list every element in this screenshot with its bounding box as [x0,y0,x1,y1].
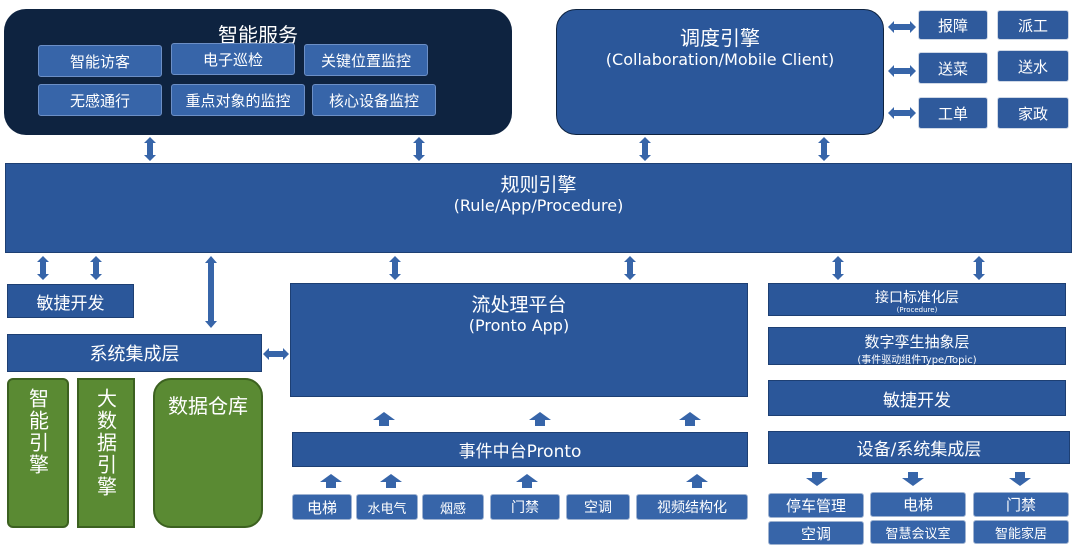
big-data-engine-label: 大数据引擎 [93,388,118,498]
source-video-chip[interactable]: 视频结构化 [636,494,748,520]
stream-platform-subtitle: (Pronto App) [468,316,570,335]
double-arrow-vertical-icon [639,137,651,161]
rule-engine-subtitle: (Rule/App/Procedure) [453,196,624,215]
system-integration-label: 系统集成层 [89,344,180,365]
up-arrow-icon [373,412,395,426]
down-arrow-icon [806,472,828,486]
interface-layer-subtitle: (Procedure) [896,306,938,314]
double-arrow-vertical-icon [832,256,844,280]
data-warehouse-label: 数据仓库 [168,394,248,418]
double-arrow-vertical-icon [90,256,102,280]
smart-home-chip[interactable]: 智能家居 [973,520,1069,544]
key-position-monitor-chip[interactable]: 关键位置监控 [304,44,428,76]
double-arrow-vertical-icon [413,137,425,161]
smart-visitor-chip[interactable]: 智能访客 [38,45,162,77]
dispatch-engine-subtitle: (Collaboration/Mobile Client) [605,50,835,69]
source-access-chip[interactable]: 门禁 [490,494,560,520]
stream-platform-box: 流处理平台 (Pronto App) [290,283,748,397]
agile-dev-right-box: 敏捷开发 [768,380,1066,416]
double-arrow-vertical-icon [973,256,985,280]
big-data-engine-box: 大数据引擎 [77,378,135,528]
smart-engine-box: 智能引擎 [7,378,69,528]
up-arrow-icon [320,474,342,488]
air-conditioner-chip[interactable]: 空调 [768,521,864,545]
double-arrow-horizontal-icon [888,21,916,33]
device-integration-box: 设备/系统集成层 [768,431,1070,464]
double-arrow-vertical-icon [37,256,49,280]
smart-service-panel: 智能服务 智能访客 电子巡检 关键位置监控 无感通行 重点对象的监控 核心设备监… [4,9,512,135]
housekeeping-chip[interactable]: 家政 [997,97,1069,129]
source-utilities-chip[interactable]: 水电气 [356,494,418,520]
electronic-patrol-chip[interactable]: 电子巡检 [171,43,295,75]
down-arrow-icon [1009,472,1031,486]
digital-twin-title: 数字孪生抽象层 [864,333,970,351]
interface-layer-title: 接口标准化层 [875,290,959,306]
double-arrow-vertical-icon [389,256,401,280]
up-arrow-icon [529,412,551,426]
dispatch-work-chip[interactable]: 派工 [997,10,1069,40]
double-arrow-horizontal-icon [888,65,916,77]
source-ac-chip[interactable]: 空调 [566,494,630,520]
double-arrow-vertical-icon [624,256,636,280]
up-arrow-icon [380,474,402,488]
event-center-box: 事件中台Pronto [292,432,748,467]
down-arrow-icon [902,472,924,486]
source-smoke-chip[interactable]: 烟感 [422,494,484,520]
up-arrow-icon [686,474,708,488]
event-center-label: 事件中台Pronto [458,442,582,462]
agile-dev-right-label: 敏捷开发 [883,390,951,411]
rule-engine-bar: 规则引擎 (Rule/App/Procedure) [5,163,1072,253]
digital-twin-subtitle: (事件驱动组件Type/Topic) [857,355,977,366]
elevator-chip[interactable]: 电梯 [870,492,966,517]
key-object-monitor-chip[interactable]: 重点对象的监控 [171,84,305,116]
access-control-chip[interactable]: 门禁 [973,492,1069,517]
dispatch-engine-panel: 调度引擎 (Collaboration/Mobile Client) [556,9,884,135]
double-arrow-vertical-icon [818,137,830,161]
interface-layer-box: 接口标准化层 (Procedure) [768,283,1066,316]
digital-twin-box: 数字孪生抽象层 (事件驱动组件Type/Topic) [768,327,1066,366]
fault-report-chip[interactable]: 报障 [918,10,988,40]
up-arrow-icon [679,412,701,426]
system-integration-box: 系统集成层 [7,334,262,372]
seamless-pass-chip[interactable]: 无感通行 [38,84,162,116]
up-arrow-icon [516,474,538,488]
parking-chip[interactable]: 停车管理 [768,493,864,518]
source-elevator-chip[interactable]: 电梯 [292,494,352,520]
agile-dev-left-label: 敏捷开发 [36,293,105,314]
device-integration-label: 设备/系统集成层 [856,440,982,460]
core-device-monitor-chip[interactable]: 核心设备监控 [312,84,436,116]
deliver-water-chip[interactable]: 送水 [997,50,1069,82]
data-warehouse-box: 数据仓库 [153,378,263,528]
agile-dev-left-box: 敏捷开发 [7,284,134,318]
work-order-chip[interactable]: 工单 [918,97,988,129]
deliver-food-chip[interactable]: 送菜 [918,52,988,84]
double-arrow-vertical-icon [144,137,156,161]
smart-engine-label: 智能引擎 [25,388,50,476]
double-arrow-horizontal-icon [888,107,916,119]
smart-meeting-room-chip[interactable]: 智慧会议室 [870,520,966,544]
double-arrow-horizontal-icon [263,348,289,360]
rule-engine-title: 规则引擎 [500,174,577,196]
stream-platform-title: 流处理平台 [471,294,567,316]
dispatch-engine-title: 调度引擎 [680,26,760,50]
double-arrow-vertical-icon [205,256,217,328]
